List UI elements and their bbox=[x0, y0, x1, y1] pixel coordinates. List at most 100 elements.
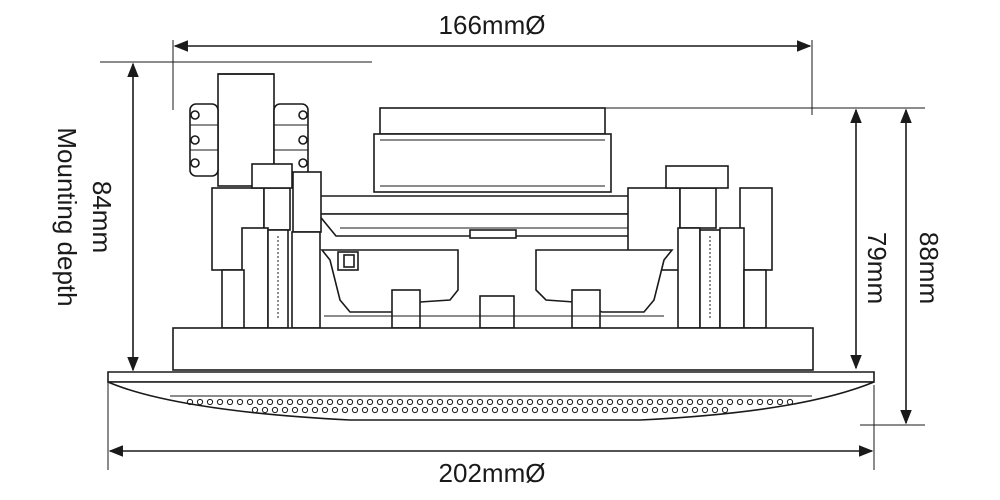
grille-hole bbox=[666, 398, 674, 406]
front-grille bbox=[107, 371, 875, 421]
grille-hole bbox=[371, 406, 379, 414]
right-mounting-clamp bbox=[627, 165, 773, 329]
grille-hole bbox=[776, 398, 784, 406]
grille-hole bbox=[601, 406, 609, 414]
grille-hole bbox=[746, 398, 754, 406]
grille-hole bbox=[651, 406, 659, 414]
grille-hole bbox=[441, 406, 449, 414]
grille-hole bbox=[396, 398, 404, 406]
grille-hole bbox=[251, 406, 259, 414]
grille-hole bbox=[316, 398, 324, 406]
grille-hole bbox=[236, 398, 244, 406]
grille-hole bbox=[271, 406, 279, 414]
grille-hole bbox=[656, 398, 664, 406]
speaker-body bbox=[107, 73, 875, 421]
grille-hole bbox=[676, 398, 684, 406]
grille-hole bbox=[511, 406, 519, 414]
left-mounting-clamp bbox=[211, 163, 322, 329]
grille-hole bbox=[646, 398, 654, 406]
grille-hole bbox=[346, 398, 354, 406]
grille-hole bbox=[486, 398, 494, 406]
grille-hole bbox=[456, 398, 464, 406]
total-height-dimension: 88mm bbox=[860, 107, 944, 426]
grille-hole bbox=[466, 398, 474, 406]
grille-hole bbox=[566, 398, 574, 406]
grille-hole bbox=[336, 398, 344, 406]
grille-hole bbox=[331, 406, 339, 414]
grille-hole bbox=[206, 398, 214, 406]
grille-hole bbox=[436, 398, 444, 406]
total-height-label: 88mm bbox=[914, 232, 944, 304]
bottom-diameter-dimension: 202mmØ bbox=[107, 380, 875, 488]
grille-hole bbox=[586, 398, 594, 406]
grille-hole bbox=[246, 398, 254, 406]
grille-hole bbox=[326, 398, 334, 406]
grille-hole bbox=[701, 406, 709, 414]
grille-hole bbox=[626, 398, 634, 406]
grille-hole bbox=[556, 398, 564, 406]
grille-hole bbox=[621, 406, 629, 414]
magnet-assembly bbox=[373, 107, 612, 193]
grille-hole bbox=[376, 398, 384, 406]
grille-hole bbox=[311, 406, 319, 414]
grille-hole bbox=[341, 406, 349, 414]
grille-hole bbox=[611, 406, 619, 414]
grille-hole bbox=[481, 406, 489, 414]
bottom-diameter-label: 202mmØ bbox=[439, 458, 546, 488]
grille-hole bbox=[596, 398, 604, 406]
grille-hole bbox=[681, 406, 689, 414]
grille-hole bbox=[521, 406, 529, 414]
top-diameter-dimension: 166mmØ bbox=[172, 10, 813, 115]
grille-hole bbox=[531, 406, 539, 414]
grille-hole bbox=[431, 406, 439, 414]
grille-hole bbox=[671, 406, 679, 414]
grille-hole bbox=[291, 406, 299, 414]
grille-hole bbox=[351, 406, 359, 414]
grille-hole bbox=[301, 406, 309, 414]
grille-hole bbox=[716, 398, 724, 406]
grille-hole bbox=[361, 406, 369, 414]
grille-hole bbox=[516, 398, 524, 406]
grille-hole bbox=[421, 406, 429, 414]
grille-hole bbox=[576, 398, 584, 406]
top-diameter-label: 166mmØ bbox=[439, 10, 546, 40]
grille-hole bbox=[706, 398, 714, 406]
grille-hole bbox=[686, 398, 694, 406]
grille-hole bbox=[476, 398, 484, 406]
grille-hole bbox=[286, 398, 294, 406]
grille-hole bbox=[496, 398, 504, 406]
grille-hole bbox=[551, 406, 559, 414]
grille-hole bbox=[266, 398, 274, 406]
grille-hole bbox=[426, 398, 434, 406]
grille-hole bbox=[526, 398, 534, 406]
depth-value-label: 84mm bbox=[87, 181, 117, 253]
grille-hole bbox=[261, 406, 269, 414]
grille-hole bbox=[306, 398, 314, 406]
grille-hole bbox=[631, 406, 639, 414]
grille-hole bbox=[451, 406, 459, 414]
grille-hole bbox=[356, 398, 364, 406]
grille-hole bbox=[756, 398, 764, 406]
grille-hole bbox=[766, 398, 774, 406]
grille-hole bbox=[736, 398, 744, 406]
grille-hole bbox=[786, 398, 794, 406]
grille-hole bbox=[691, 406, 699, 414]
grille-hole bbox=[461, 406, 469, 414]
speaker-frame bbox=[316, 195, 670, 239]
grille-hole bbox=[276, 398, 284, 406]
grille-hole bbox=[381, 406, 389, 414]
mounting-depth-dimension: 84mm Mounting depth bbox=[52, 61, 372, 372]
grille-perforations bbox=[186, 398, 794, 414]
grille-hole bbox=[471, 406, 479, 414]
grille-hole bbox=[491, 406, 499, 414]
grille-hole bbox=[636, 398, 644, 406]
grille-hole bbox=[726, 398, 734, 406]
grille-hole bbox=[696, 398, 704, 406]
grille-hole bbox=[386, 398, 394, 406]
grille-hole bbox=[186, 398, 194, 406]
grille-hole bbox=[501, 406, 509, 414]
grille-hole bbox=[401, 406, 409, 414]
grille-hole bbox=[366, 398, 374, 406]
grille-hole bbox=[546, 398, 554, 406]
